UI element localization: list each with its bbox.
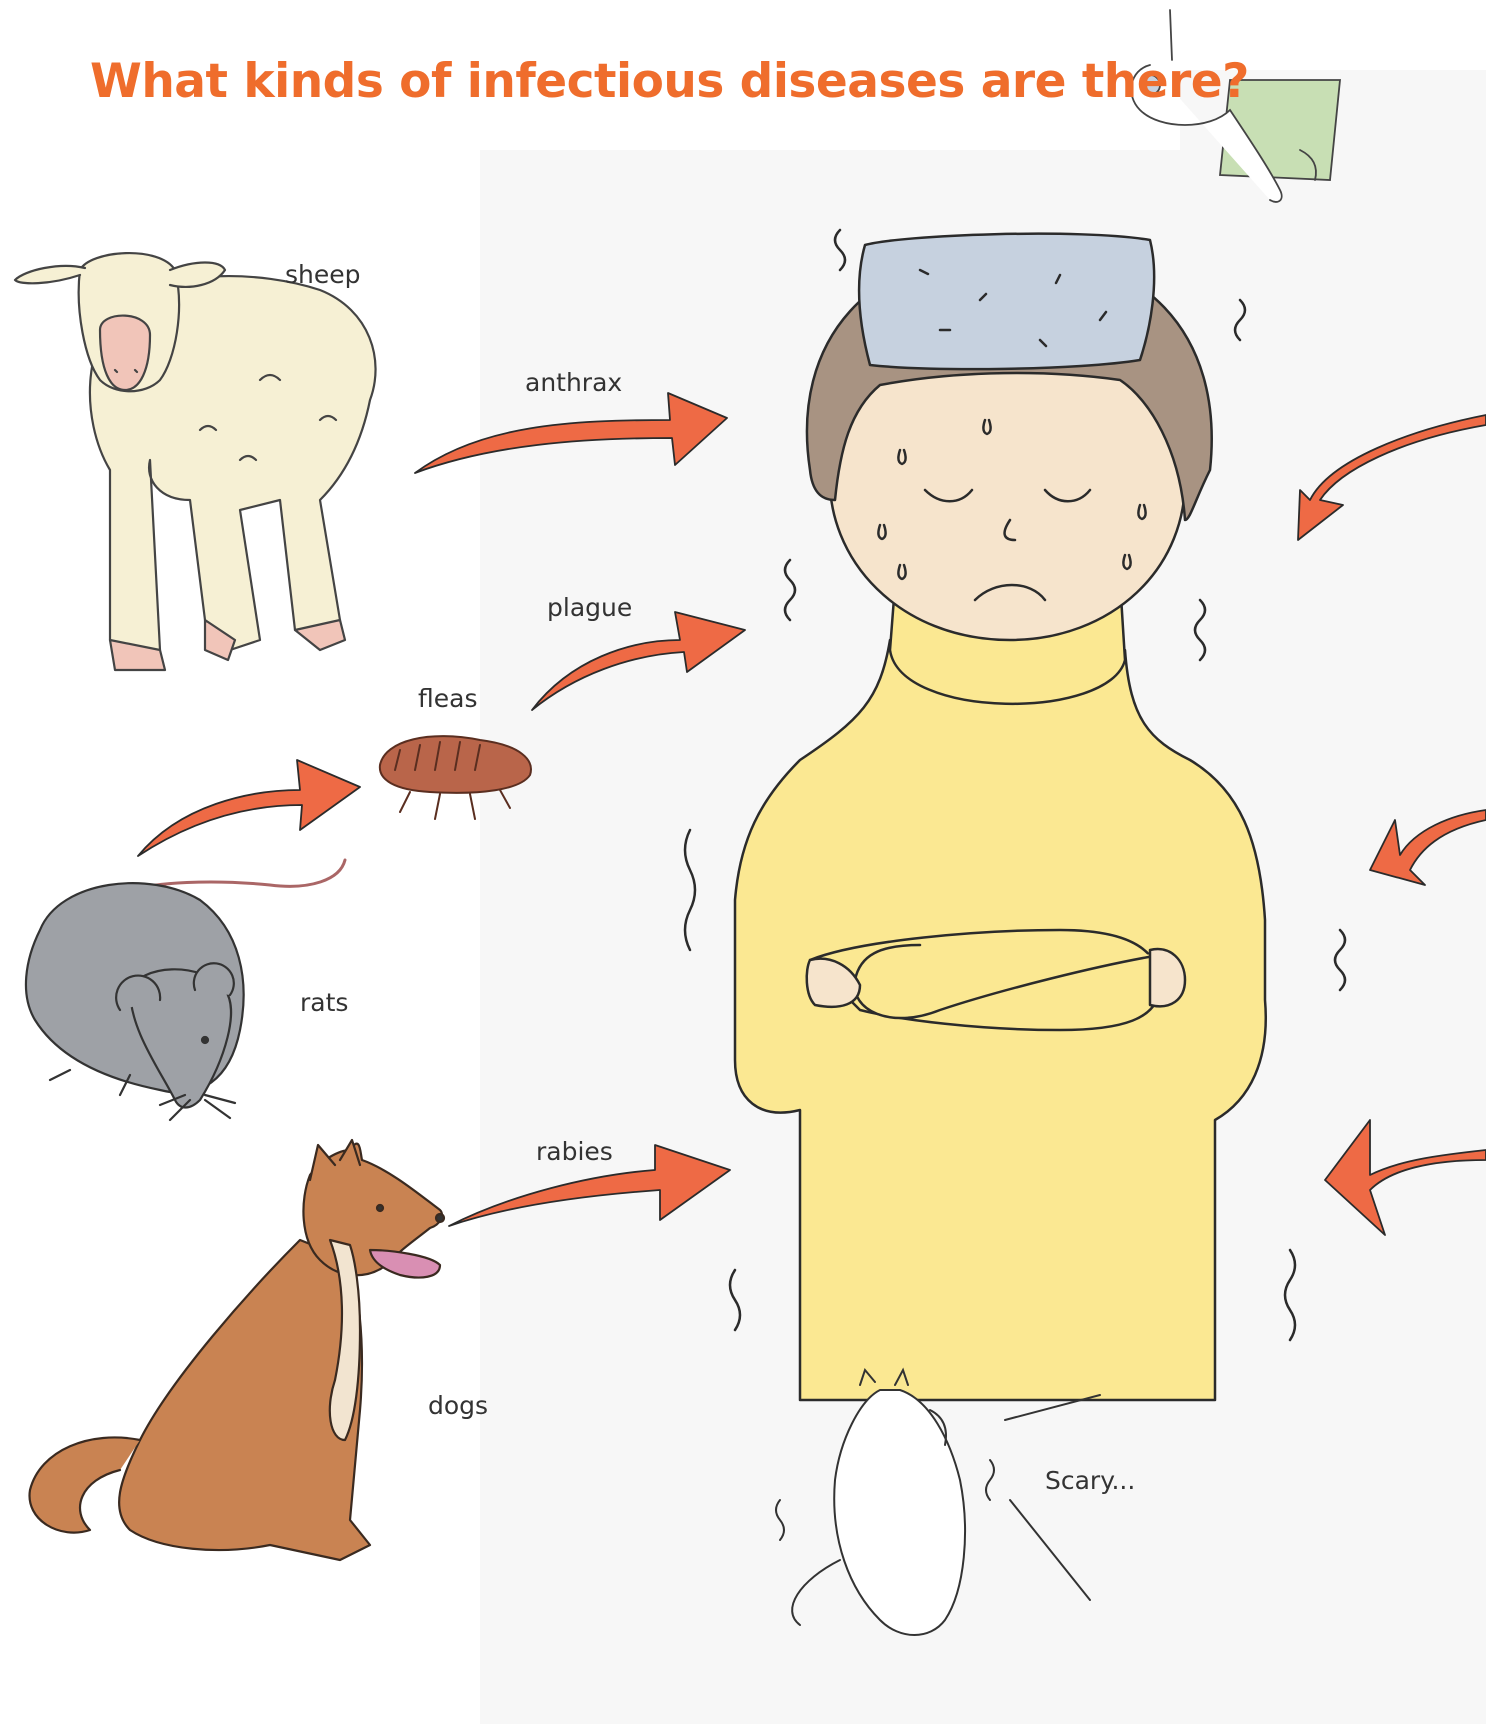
dog-tongue [370, 1250, 440, 1278]
ice-pack [859, 234, 1154, 369]
label-rabies: rabies [536, 1137, 613, 1166]
label-rats: rats [300, 988, 348, 1017]
arrow-right-bottom [1325, 1120, 1486, 1235]
label-sheep: sheep [285, 260, 361, 289]
label-anthrax: anthrax [525, 368, 622, 397]
sick-person-illustration [685, 230, 1345, 1400]
arrow-right-middle [1370, 810, 1486, 885]
arrow-plague [532, 612, 745, 710]
arrow-right-top [1298, 415, 1486, 540]
label-plague: plague [547, 593, 632, 622]
arrow-anthrax [415, 393, 727, 473]
arrow-rat-to-flea [138, 760, 360, 856]
page-title: What kinds of infectious diseases are th… [90, 54, 1249, 109]
sheep-illustration [15, 253, 376, 670]
scared-cat-illustration [776, 1370, 1100, 1635]
face [830, 360, 1185, 640]
label-dogs: dogs [428, 1391, 488, 1420]
flea-illustration [380, 736, 531, 819]
label-fleas: fleas [418, 684, 477, 713]
label-scary: Scary... [1045, 1466, 1135, 1495]
rat-illustration [26, 860, 345, 1120]
dog-illustration [30, 1140, 444, 1560]
